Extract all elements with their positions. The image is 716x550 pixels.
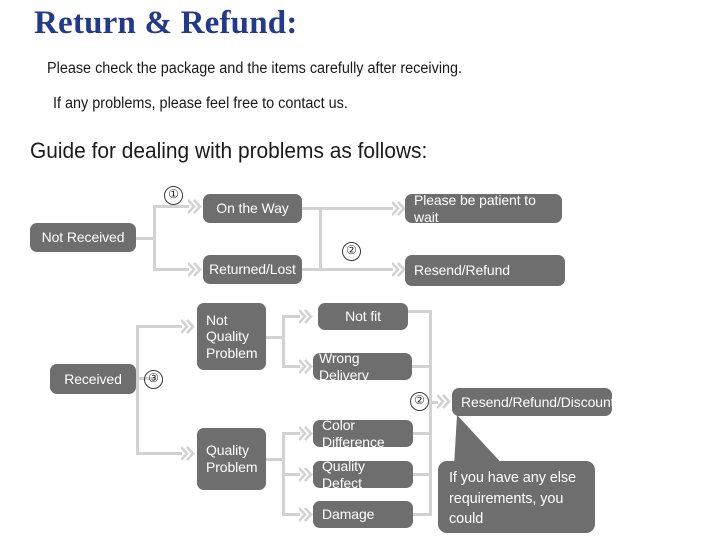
- arrow-icon-to-color-difference: [299, 426, 313, 441]
- connector-not-received-to-on-the-way: [153, 205, 189, 208]
- connector-damage-merge: [413, 513, 432, 516]
- guide-heading: Guide for dealing with problems as follo…: [30, 138, 428, 163]
- marker-3: ③: [144, 370, 163, 389]
- arrow-icon-to-quality-defect: [299, 467, 313, 482]
- arrow-icon-to-returned-lost: [188, 262, 202, 277]
- connector-to-damage: [282, 513, 300, 516]
- node-quality-problem[interactable]: Quality Problem: [197, 428, 266, 490]
- connector-not-received-bus: [153, 205, 156, 271]
- connector-color-difference-merge: [413, 432, 432, 435]
- node-on-the-way[interactable]: On the Way: [203, 194, 302, 223]
- node-wrong-delivery[interactable]: Wrong Delivery: [313, 350, 412, 383]
- connector-to-quality-defect: [282, 473, 300, 476]
- node-returned-lost[interactable]: Returned/Lost: [203, 255, 302, 284]
- connector-to-wrong-delivery: [282, 365, 300, 368]
- arrow-icon-to-not-fit: [299, 309, 313, 324]
- node-not-quality-problem[interactable]: Not Quality Problem: [197, 303, 266, 370]
- node-please-be-patient-to-wait[interactable]: Please be patient to wait: [405, 192, 562, 225]
- connector-received-to-not-quality: [136, 325, 182, 328]
- node-not-received[interactable]: Not Received: [30, 223, 136, 252]
- node-color-difference[interactable]: Color Difference: [313, 417, 413, 450]
- return-refund-infographic: Return & Refund: Please check the packag…: [30, 5, 615, 548]
- node-not-fit[interactable]: Not fit: [318, 303, 408, 330]
- node-received[interactable]: Received: [50, 364, 136, 394]
- connector-not-received-stem: [136, 237, 156, 240]
- connector-quality-bus: [282, 432, 285, 513]
- arrow-icon-to-not-quality-problem: [181, 319, 195, 334]
- connector-merge-to-outcome: [429, 401, 438, 404]
- connector-to-please-wait: [319, 207, 393, 210]
- connector-not-fit-merge: [408, 310, 432, 313]
- callout-extra-requirements: If you have any else requirements, you c…: [438, 461, 595, 548]
- marker-1: ①: [164, 186, 183, 205]
- node-damage[interactable]: Damage: [313, 501, 413, 528]
- arrow-icon-to-resend-refund-discount: [437, 394, 451, 409]
- node-resend-refund-discount[interactable]: Resend/Refund/Discount: [452, 388, 615, 416]
- connector-quality-defect-merge: [413, 473, 432, 476]
- marker-2-lower: ②: [410, 392, 429, 411]
- arrow-icon-to-on-the-way: [188, 199, 202, 214]
- page-title: Return & Refund:: [34, 5, 298, 41]
- connector-to-resend-refund: [319, 268, 393, 271]
- connector-wrong-delivery-merge: [412, 365, 432, 368]
- connector-to-color-difference: [282, 432, 300, 435]
- connector-quality-stem: [266, 458, 284, 461]
- node-resend-refund[interactable]: Resend/Refund: [405, 255, 565, 286]
- connector-received-to-quality: [136, 452, 182, 455]
- connector-returned-lost-stem: [302, 268, 322, 271]
- connector-not-quality-stem: [266, 336, 284, 339]
- connector-not-received-to-returned-lost: [153, 268, 189, 271]
- arrow-icon-to-quality-problem: [181, 446, 195, 461]
- intro-line-1: Please check the package and the items c…: [47, 60, 463, 77]
- arrow-icon-to-resend-refund: [392, 262, 406, 277]
- connector-received-bus: [136, 325, 139, 455]
- arrow-icon-to-please-wait: [392, 201, 406, 216]
- connector-merge-bus: [429, 310, 432, 515]
- connector-upper-bus: [319, 207, 322, 271]
- connector-on-the-way-stem: [302, 207, 322, 210]
- connector-not-quality-bus: [282, 315, 285, 367]
- connector-to-not-fit: [282, 315, 300, 318]
- marker-2-upper: ②: [342, 242, 361, 261]
- arrow-icon-to-damage: [299, 507, 313, 522]
- node-quality-defect[interactable]: Quality Defect: [313, 458, 413, 491]
- intro-line-2: If any problems, please feel free to con…: [53, 95, 348, 112]
- arrow-icon-to-wrong-delivery: [299, 359, 313, 374]
